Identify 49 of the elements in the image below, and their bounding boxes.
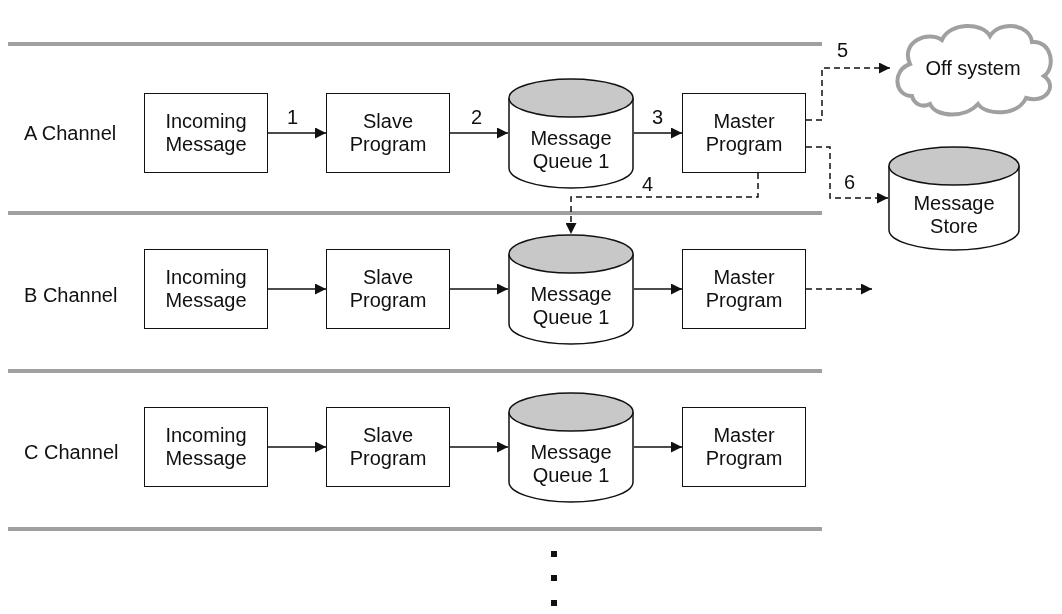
node-label: Message Queue 1 <box>529 127 613 173</box>
node-label: Message Queue 1 <box>529 441 613 487</box>
arrow <box>633 441 683 453</box>
arrow <box>267 441 327 453</box>
edge-label: 3 <box>651 107 665 127</box>
arrow <box>267 283 327 295</box>
database-cylinder <box>888 146 1020 250</box>
edge-label: 1 <box>286 107 300 127</box>
channel-label: A Channel <box>24 122 117 145</box>
arrow <box>805 283 873 295</box>
edge-label: 6 <box>843 172 857 192</box>
process-box <box>682 249 806 329</box>
process-box <box>682 93 806 173</box>
edge-label: 2 <box>470 107 484 127</box>
edge-label: 5 <box>836 40 850 60</box>
process-box <box>326 93 450 173</box>
arrow <box>805 146 889 204</box>
process-box <box>144 93 268 173</box>
node-label: Slave Program <box>348 424 428 470</box>
channel-label: C Channel <box>24 441 119 464</box>
database-cylinder <box>508 392 634 502</box>
node-label: Master Program <box>704 110 784 156</box>
arrow <box>565 172 759 235</box>
node-label: Message Store <box>912 192 996 238</box>
arrow <box>449 127 509 139</box>
arrow <box>633 127 683 139</box>
arrow <box>449 441 509 453</box>
arrow <box>633 283 683 295</box>
node-label: Incoming Message <box>164 110 248 156</box>
node-label: Slave Program <box>348 110 428 156</box>
node-label: Master Program <box>704 266 784 312</box>
node-label: Incoming Message <box>164 266 248 312</box>
edge-label: 4 <box>641 174 655 194</box>
database-cylinder <box>508 78 634 188</box>
arrow <box>267 127 327 139</box>
node-label: Master Program <box>704 424 784 470</box>
node-label: Incoming Message <box>164 424 248 470</box>
process-box <box>326 407 450 487</box>
node-label: Off system <box>925 56 1021 80</box>
database-cylinder <box>508 234 634 344</box>
process-box <box>144 407 268 487</box>
process-box <box>144 249 268 329</box>
process-box <box>682 407 806 487</box>
arrow <box>805 62 891 121</box>
node-label: Message Queue 1 <box>529 283 613 329</box>
process-box <box>326 249 450 329</box>
channel-label: B Channel <box>24 284 118 307</box>
arrow <box>449 283 509 295</box>
node-label: Slave Program <box>348 266 428 312</box>
